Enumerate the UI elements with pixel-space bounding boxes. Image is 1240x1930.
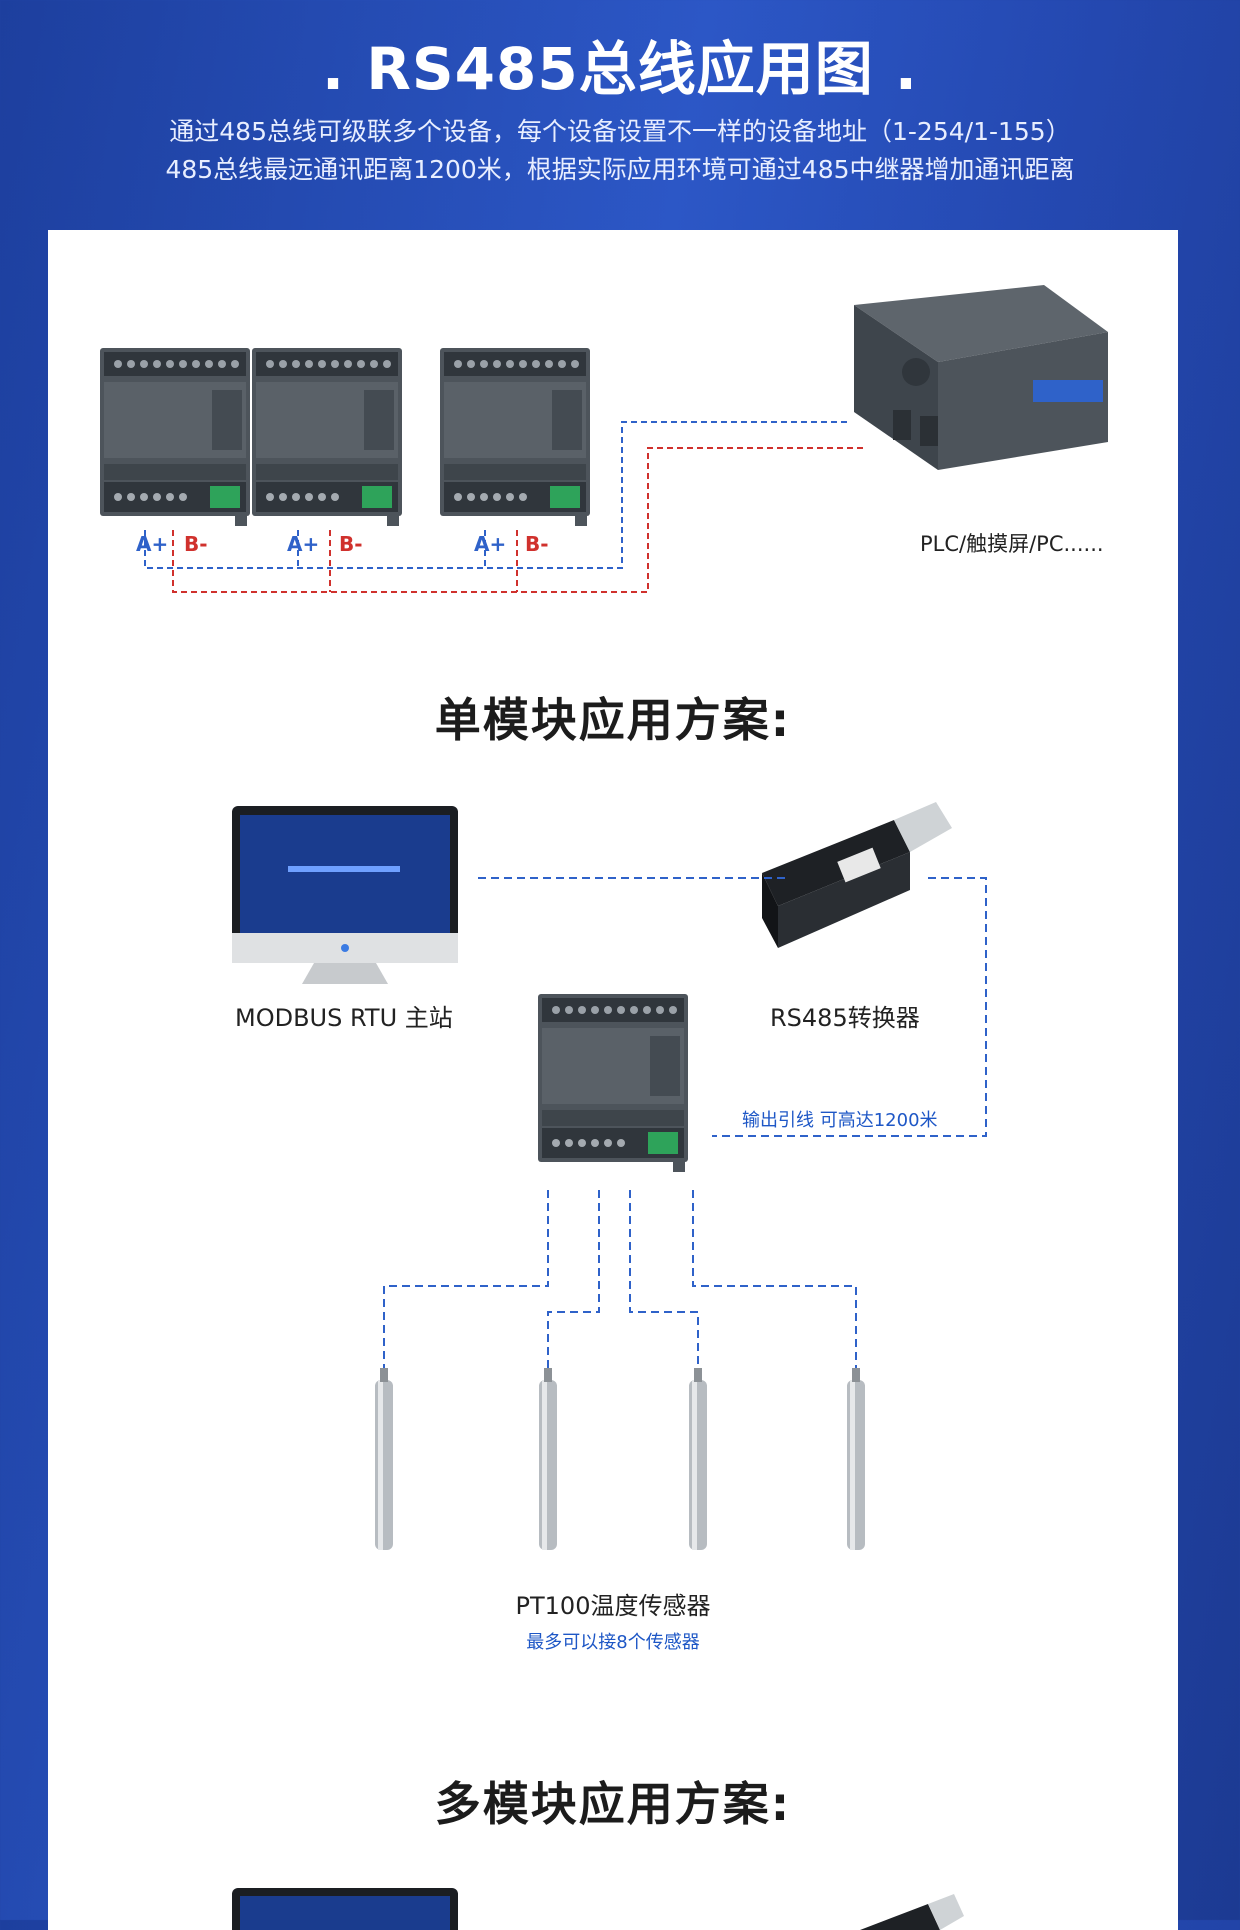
sensor-count-note: 最多可以接8个传感器 (48, 1628, 1178, 1654)
io-module-2 (252, 348, 402, 526)
plc-label: PLC/触摸屏/PC...... (920, 528, 1104, 558)
pin-label-a-1: A+ (136, 532, 168, 556)
pt100-sensor-4 (847, 1368, 865, 1550)
header-subtitle-line2: 485总线最远通讯距离1200米，根据实际应用环境可通过485中继器增加通讯距离 (0, 150, 1240, 186)
page-title: . RS485总线应用图 . (0, 22, 1240, 106)
converter-label: RS485转换器 (770, 998, 920, 1033)
rs485-converter-illustration-2 (860, 1894, 964, 1930)
monitor-illustration (232, 806, 458, 984)
pin-label-b-2: B- (339, 532, 363, 556)
pt100-sensor-2 (539, 1368, 557, 1550)
pin-label-a-2: A+ (287, 532, 319, 556)
pt100-sensor-label: PT100温度传感器 (48, 1586, 1178, 1621)
monitor-illustration-2 (232, 1888, 458, 1930)
single-io-module (538, 994, 688, 1172)
pt100-sensor-1 (375, 1368, 393, 1550)
pin-label-a-3: A+ (474, 532, 506, 556)
plc-device (854, 285, 1108, 470)
content-card: A+ B- A+ B- A+ B- PLC/触摸屏/PC...... 单模块应用… (48, 230, 1178, 1930)
multi-module-title: 多模块应用方案: (48, 1768, 1178, 1834)
rs485-converter-illustration (762, 802, 952, 948)
modbus-master-label: MODBUS RTU 主站 (235, 998, 453, 1033)
cable-length-note: 输出引线 可高达1200米 (742, 1106, 938, 1132)
io-module-1 (100, 348, 250, 526)
wiring-diagram (48, 230, 1178, 1930)
pin-label-b-1: B- (184, 532, 208, 556)
pin-label-b-3: B- (525, 532, 549, 556)
pt100-sensor-3 (689, 1368, 707, 1550)
single-module-title: 单模块应用方案: (48, 684, 1178, 750)
io-module-3 (440, 348, 590, 526)
header-subtitle-line1: 通过485总线可级联多个设备，每个设备设置不一样的设备地址（1-254/1-15… (0, 112, 1240, 148)
